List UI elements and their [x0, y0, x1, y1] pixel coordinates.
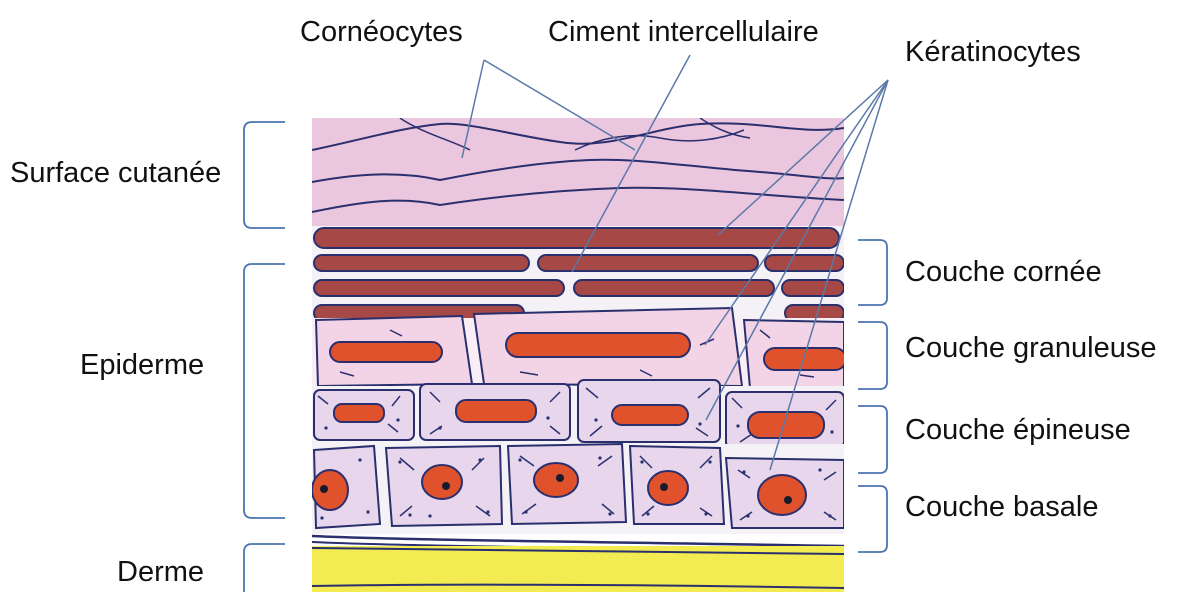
- label-surface-cutanee: Surface cutanée: [10, 159, 221, 188]
- corneocyte-band: [314, 228, 839, 248]
- label-couche-granuleuse: Couche granuleuse: [905, 334, 1157, 363]
- couche-basale-bracket: [858, 486, 887, 552]
- corneocyte-band: [314, 255, 529, 271]
- basal-nucleus: [758, 475, 806, 515]
- corneocyte-band: [314, 280, 564, 296]
- granular-nucleus: [764, 348, 846, 370]
- label-couche-basale: Couche basale: [905, 493, 1098, 522]
- granular-nucleus: [330, 342, 442, 362]
- basal-nucleus: [422, 465, 462, 499]
- granular-nucleus: [506, 333, 690, 357]
- derme-bracket: [244, 544, 285, 592]
- basal-nucleus: [534, 463, 578, 497]
- label-derme: Derme: [117, 558, 204, 587]
- epiderme-bracket: [244, 264, 285, 518]
- surface-layer: [312, 118, 844, 243]
- label-ciment-intercellulaire: Ciment intercellulaire: [548, 18, 819, 47]
- spinous-nucleus: [456, 400, 536, 422]
- surface-bracket: [244, 122, 285, 228]
- basal-nucleus: [312, 470, 348, 510]
- label-couche-epineuse: Couche épineuse: [905, 416, 1131, 445]
- couche-epineuse-bracket: [858, 406, 887, 473]
- skin-drawing: [312, 118, 846, 592]
- couche-granuleuse-bracket: [858, 322, 887, 389]
- spinous-nucleus: [612, 405, 688, 425]
- basal-nucleus: [648, 471, 688, 505]
- label-couche-cornee: Couche cornée: [905, 258, 1102, 287]
- label-corneocytes: Cornéocytes: [300, 18, 463, 47]
- spinous-nucleus: [334, 404, 384, 422]
- corneocyte-band: [782, 280, 844, 296]
- label-keratinocytes: Kératinocytes: [905, 38, 1081, 67]
- label-epiderme: Epiderme: [80, 351, 204, 380]
- couche-cornee-bracket: [858, 240, 887, 305]
- corneocyte-band: [538, 255, 758, 271]
